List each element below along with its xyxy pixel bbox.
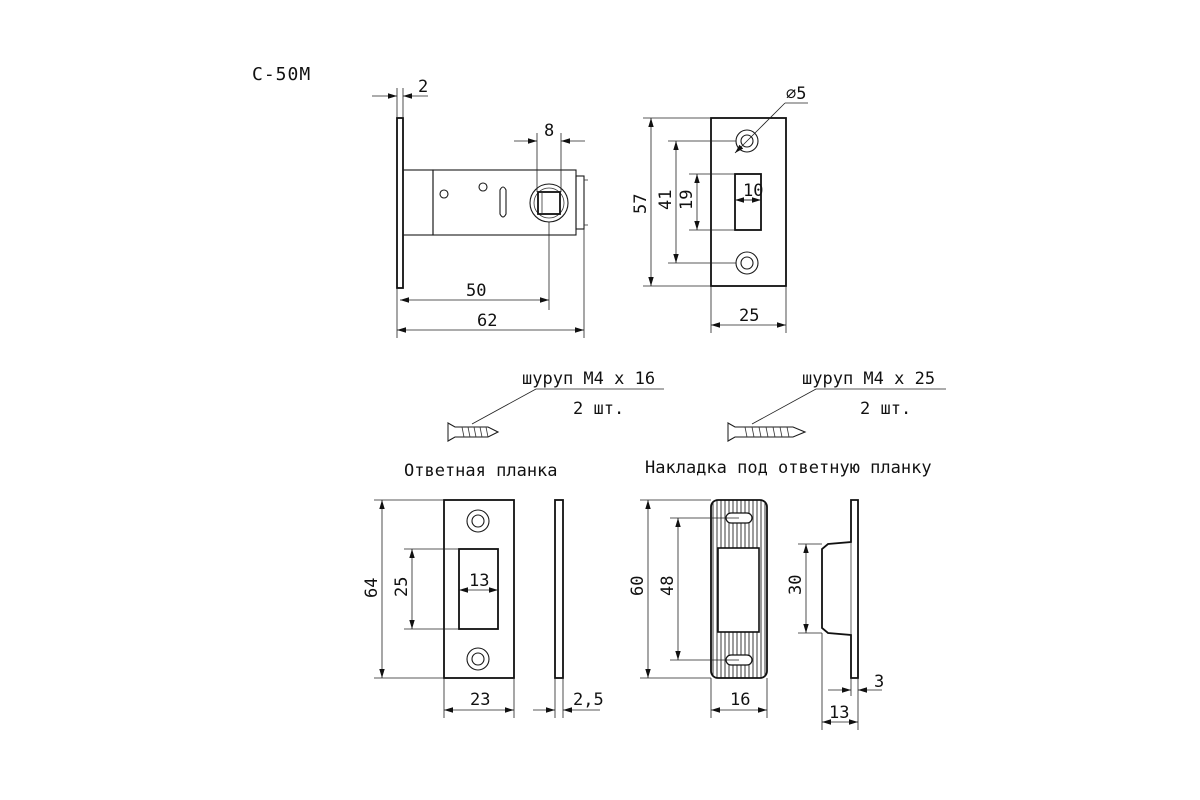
latch-rivet <box>439 189 449 199</box>
model-title: С-50М <box>252 64 311 85</box>
dim-faceplate-height: 57 <box>631 194 651 214</box>
dim-cover-depth-height: 30 <box>786 575 806 595</box>
strike-cover-side-view <box>821 499 859 679</box>
dim-cover-width: 16 <box>730 690 750 710</box>
dim-total-length: 62 <box>477 311 497 331</box>
dim-strike-width: 23 <box>470 690 490 710</box>
dim-strike-height: 64 <box>362 578 382 598</box>
faceplate-dimensions: ⌀5 57 41 19 10 25 <box>631 84 808 333</box>
strike-cover-front-view <box>710 499 768 679</box>
strike-plate-edge <box>554 499 564 679</box>
dim-bolt-offset: 8 <box>544 121 554 141</box>
latch-dimensions: 2 8 50 62 <box>372 77 585 338</box>
strike-cover-dimensions: 60 48 16 30 3 13 <box>628 499 884 730</box>
latch-faceplate <box>396 117 404 289</box>
latch-spindle-hub <box>529 183 569 223</box>
dim-cover-depth: 13 <box>829 703 849 723</box>
latch-body <box>402 169 434 236</box>
latch-case <box>432 169 577 236</box>
dim-cover-flange: 3 <box>874 672 884 692</box>
dim-strike-thickness: 2,5 <box>573 690 604 710</box>
screw-long-qty: 2 шт. <box>860 399 911 419</box>
strike-plate-dimensions: 64 25 13 23 2,5 <box>362 499 604 718</box>
screw-short-label: шуруп М4 х 16 <box>522 369 655 389</box>
latch-side-view <box>396 117 588 289</box>
strike-plate-side-view <box>554 499 564 679</box>
strike-plate-outline <box>443 499 515 679</box>
latch-slot <box>499 186 507 218</box>
dim-cover-hole-spacing: 48 <box>658 576 678 596</box>
strike-plate-hole-bottom <box>466 647 490 671</box>
faceplate-hole-bottom <box>735 251 759 275</box>
screw-short-qty: 2 шт. <box>573 399 624 419</box>
dim-cover-height: 60 <box>628 576 648 596</box>
strike-cover-opening <box>717 547 760 633</box>
strike-plate-title: Ответная планка <box>404 461 558 481</box>
screw-long-label: шуруп М4 х 25 <box>802 369 935 389</box>
dim-hole-diameter: ⌀5 <box>786 84 806 104</box>
strike-cover-title: Накладка под ответную планку <box>645 458 932 478</box>
screw-icon <box>727 422 807 442</box>
latch-spindle-square <box>537 191 561 215</box>
strike-plate-hole-top <box>466 509 490 533</box>
screw-short: шуруп М4 х 16 2 шт. <box>447 369 664 442</box>
dim-strike-opening-height: 25 <box>392 577 412 597</box>
faceplate-front-view <box>710 117 787 287</box>
dim-faceplate-width: 25 <box>739 306 759 326</box>
strike-cover-profile <box>821 499 859 679</box>
dim-bolt-width: 10 <box>743 181 763 201</box>
screw-long: шуруп М4 х 25 2 шт. <box>727 369 946 442</box>
dim-hole-spacing: 41 <box>656 190 676 210</box>
latch-rear-tab <box>575 175 585 230</box>
dim-bolt-height: 19 <box>677 190 697 210</box>
faceplate-outline <box>710 117 787 287</box>
screw-icon <box>447 422 500 442</box>
dim-strike-opening-width: 13 <box>469 571 489 591</box>
dim-backset: 50 <box>466 281 486 301</box>
latch-rivet <box>478 182 488 192</box>
dim-plate-thickness: 2 <box>418 77 428 97</box>
